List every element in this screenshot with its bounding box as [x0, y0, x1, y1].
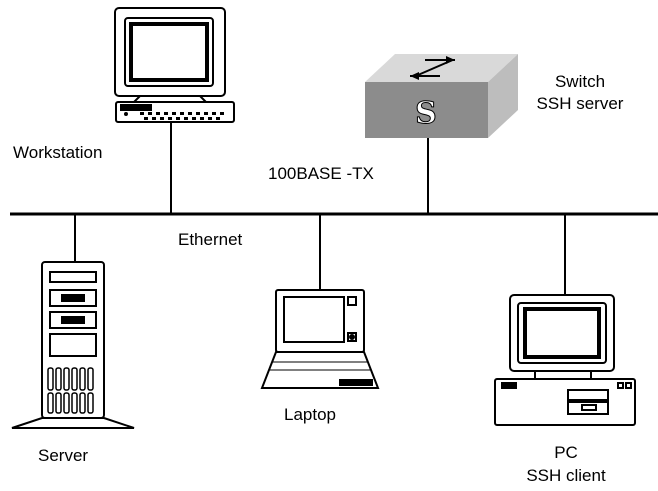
switch-icon: S: [365, 54, 518, 138]
laptop-label: Laptop: [284, 405, 336, 424]
server-label: Server: [38, 446, 89, 465]
ssh-server-label: SSH server: [536, 94, 624, 113]
network-links: [10, 122, 658, 295]
switch-top-face: [365, 54, 518, 82]
server-icon: [11, 261, 135, 429]
pc-icon: [494, 294, 636, 426]
switch-label: Switch SSH server: [537, 71, 624, 115]
workstation-label: Workstation: [13, 143, 103, 162]
link-type-label: 100BASE -TX: [268, 164, 374, 183]
ethernet-label: Ethernet: [178, 230, 243, 249]
ssh-client-label: SSH client: [526, 466, 606, 485]
laptop-icon: [260, 289, 380, 389]
switch-front-face: [365, 82, 488, 138]
workstation-icon: [114, 7, 235, 123]
pc-name-label: PC: [554, 443, 578, 462]
switch-badge: S: [415, 96, 437, 131]
switch-name-label: Switch: [554, 72, 606, 91]
pc-label: PC SSH client: [526, 441, 605, 487]
switch-side-face: [488, 54, 518, 138]
switch-arrows-icon: [410, 56, 455, 80]
